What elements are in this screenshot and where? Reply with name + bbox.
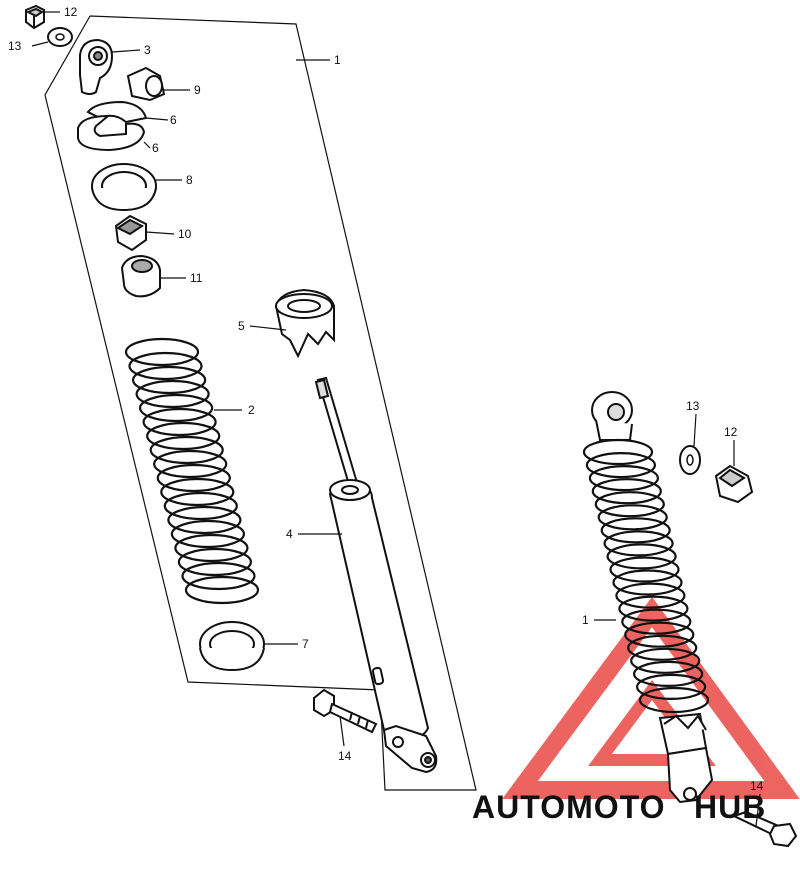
bolt-14-left [313,688,378,734]
spring-coil [600,517,671,544]
watermark-text-automoto: AUTOMOTO [472,789,665,825]
spring-coil [606,543,677,570]
spring-coil [585,452,657,479]
spring-coil [624,621,695,648]
callout-6b: 6 [152,141,159,155]
callout-6: 6 [170,113,177,127]
shock-assembly-right [591,391,633,441]
callout-1-right: 1 [582,613,589,627]
stopper-11 [120,254,161,298]
spring-coil [612,569,683,596]
spring-coil [588,465,660,492]
callouts: 12 13 3 1 9 6 6 8 10 11 5 2 4 7 14 13 12… [8,5,764,793]
spring-coil [638,686,710,714]
callout-3: 3 [144,43,151,57]
collar-6-lower [77,114,146,152]
spring-coil [181,561,256,591]
callout-12-right: 12 [724,425,738,439]
callout-9: 9 [194,83,201,97]
spring-coil [160,477,235,507]
spring-seat-8 [91,163,157,212]
spring-coil [174,533,249,563]
callout-5: 5 [238,319,245,333]
spring-coil [615,582,686,609]
washer-13-right [679,445,701,475]
leader-lines [31,11,761,827]
spring-coil [124,337,200,367]
spring-coil [603,530,674,557]
cap-nut-12-top [25,4,45,30]
shock-lower-right [658,712,714,804]
spring-coil [177,547,252,577]
spring-coil [597,504,668,531]
spring-coil [594,491,665,518]
spring-coil [163,491,238,521]
callout-1: 1 [334,53,341,67]
spring-coil [635,673,707,701]
callout-11: 11 [190,271,203,285]
bolt-14-right [731,810,798,848]
spring-coil [128,351,203,381]
collar-5 [274,288,335,359]
washer-13-top [47,27,73,47]
spring-coil [627,634,698,661]
callout-12: 12 [64,5,78,19]
coil-spring-right [582,438,710,714]
spring-coil [630,647,701,674]
callout-13-right: 13 [686,399,700,413]
callout-2: 2 [248,403,255,417]
spring-coil [632,660,704,688]
watermark-text-hub: HUB [694,789,766,825]
spring-coil [184,575,260,605]
spring-coil [146,421,221,451]
spring-coil [618,595,689,622]
spring-coil [156,463,231,493]
watermark-logo [502,596,800,799]
callout-8: 8 [186,173,193,187]
spring-coil [132,365,207,395]
assembly-outline [44,15,477,791]
spring-coil [170,519,245,549]
spring-coil [609,556,680,583]
bushing-9 [126,66,166,102]
callout-14-right: 14 [750,779,764,793]
spring-coil [153,449,228,479]
spring-coil [582,438,654,466]
coil-spring-2 [124,337,260,605]
callout-14: 14 [338,749,352,763]
block-10 [114,214,147,252]
callout-7: 7 [302,637,309,651]
spring-coil [591,478,662,505]
spring-coil [139,393,214,423]
damper-4 [314,376,438,774]
callout-10: 10 [178,227,192,241]
spring-coil [149,435,224,465]
cap-nut-12-right [714,464,754,504]
spring-seat-7 [199,621,265,672]
spring-coil [621,608,692,635]
upper-eye-3 [79,38,114,95]
callout-13: 13 [8,39,22,53]
spring-coil [135,379,210,409]
watermark-text: AUTOMOTO HUB [472,789,766,825]
spring-coil [142,407,217,437]
callout-4: 4 [286,527,293,541]
spring-coil [167,505,242,535]
